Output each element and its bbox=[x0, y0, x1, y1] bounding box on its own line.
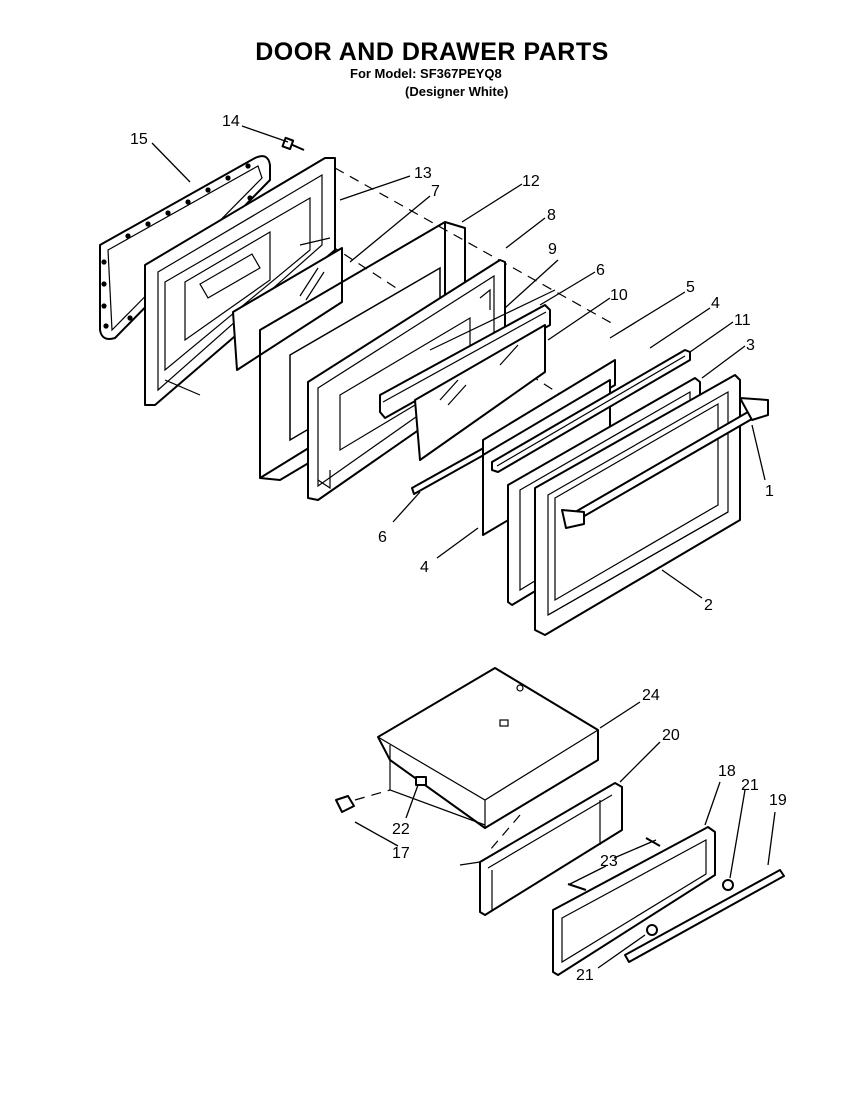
part-9-retainer bbox=[379, 304, 551, 419]
part-14-screw bbox=[281, 136, 305, 151]
callout-4-upper: 4 bbox=[711, 295, 720, 312]
callout-23: 23 bbox=[600, 853, 618, 870]
part-18-drawer-panel bbox=[552, 826, 716, 976]
callout-20: 20 bbox=[662, 727, 680, 744]
part-1-handle bbox=[561, 397, 769, 529]
callout-6-upper: 6 bbox=[596, 262, 605, 279]
callout-1: 1 bbox=[765, 483, 774, 500]
callout-3: 3 bbox=[746, 337, 755, 354]
leader-lines bbox=[151, 125, 776, 969]
callout-24: 24 bbox=[642, 687, 660, 704]
alignment-lines bbox=[329, 167, 616, 851]
part-11-retainer bbox=[491, 349, 691, 473]
part-2-outer-door bbox=[534, 374, 741, 636]
callout-4-lower: 4 bbox=[420, 559, 429, 576]
callout-13: 13 bbox=[414, 165, 432, 182]
callout-17: 17 bbox=[392, 845, 410, 862]
callout-5: 5 bbox=[686, 279, 695, 296]
part-13-inner-door bbox=[144, 157, 336, 406]
callout-15: 15 bbox=[130, 131, 148, 148]
callout-2: 2 bbox=[704, 597, 713, 614]
callout-8: 8 bbox=[547, 207, 556, 224]
part-19-trim bbox=[624, 869, 785, 963]
callout-11: 11 bbox=[734, 312, 751, 329]
hardware bbox=[335, 776, 734, 936]
callout-6-lower: 6 bbox=[378, 529, 387, 546]
callout-21-upper: 21 bbox=[741, 777, 759, 794]
part-24-drawer-body bbox=[377, 667, 599, 829]
callout-labels: 15 14 13 7 12 8 9 6 10 5 4 11 3 1 2 6 4 … bbox=[130, 113, 787, 984]
page-title: DOOR AND DRAWER PARTS bbox=[255, 38, 609, 66]
callout-22: 22 bbox=[392, 821, 410, 838]
callout-7: 7 bbox=[431, 183, 440, 200]
callout-14: 14 bbox=[222, 113, 240, 130]
callout-21-lower: 21 bbox=[576, 967, 594, 984]
model-number: For Model: SF367PEYQ8 bbox=[350, 66, 502, 81]
model-variant: (Designer White) bbox=[405, 84, 509, 99]
callout-18: 18 bbox=[718, 763, 736, 780]
callout-10: 10 bbox=[610, 287, 628, 304]
callout-9: 9 bbox=[548, 241, 557, 258]
callout-19: 19 bbox=[769, 792, 787, 809]
part-20-drawer-front bbox=[459, 782, 623, 916]
part-10-glass bbox=[414, 324, 546, 461]
callout-12: 12 bbox=[522, 173, 540, 190]
